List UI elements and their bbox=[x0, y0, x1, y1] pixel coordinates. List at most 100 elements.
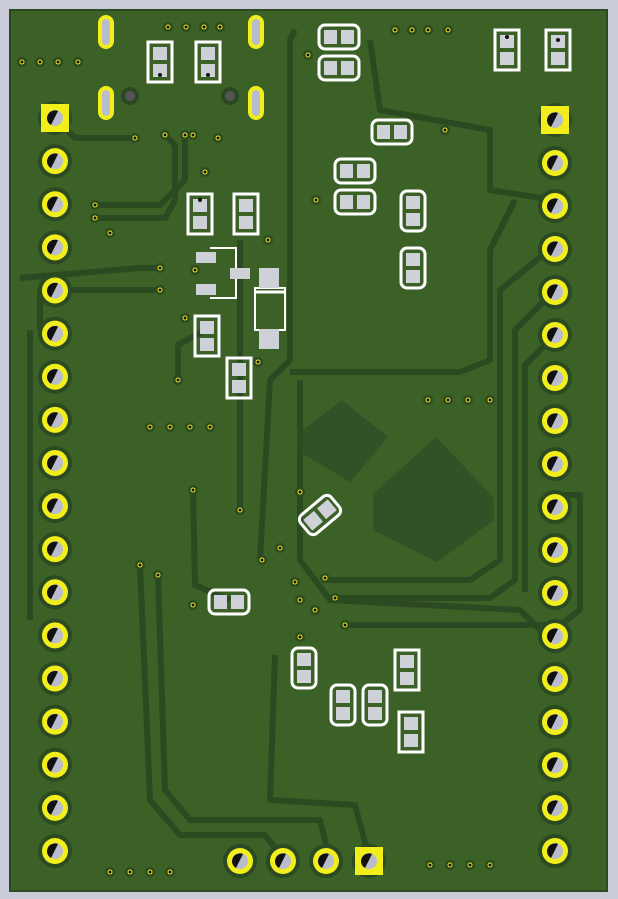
via-hole bbox=[466, 398, 470, 402]
left-header-pin bbox=[38, 704, 72, 739]
left-header-pin bbox=[38, 402, 72, 437]
left-header-pin bbox=[38, 575, 72, 610]
via-hole bbox=[448, 863, 452, 867]
bottom-header-pin bbox=[223, 844, 257, 878]
left-header-pin bbox=[38, 834, 72, 868]
via-hole bbox=[298, 635, 302, 639]
via-hole bbox=[76, 60, 80, 64]
right-header-pin bbox=[538, 447, 572, 481]
via-hole bbox=[148, 425, 152, 429]
via-hole bbox=[426, 398, 430, 402]
via-hole bbox=[488, 863, 492, 867]
capacitor bbox=[399, 189, 427, 233]
left-header-pin bbox=[38, 144, 72, 179]
via-hole bbox=[298, 598, 302, 602]
via-hole bbox=[298, 490, 302, 494]
capacitor bbox=[290, 646, 318, 690]
right-header-pin bbox=[538, 533, 572, 567]
via-hole bbox=[188, 425, 192, 429]
resistor bbox=[186, 192, 214, 236]
via-hole bbox=[216, 136, 220, 140]
via-hole bbox=[191, 488, 195, 492]
via-hole bbox=[191, 133, 195, 137]
resistor bbox=[493, 28, 521, 72]
right-header-pin bbox=[538, 748, 572, 782]
pad-hole bbox=[158, 73, 162, 77]
via-hole bbox=[313, 608, 317, 612]
via-hole bbox=[176, 378, 180, 382]
bottom-header-pin bbox=[266, 844, 300, 878]
via-hole bbox=[426, 28, 430, 32]
via-hole bbox=[191, 603, 195, 607]
left-header-pin bbox=[38, 230, 72, 265]
via-hole bbox=[184, 25, 188, 29]
via-hole bbox=[410, 28, 414, 32]
via-hole bbox=[158, 288, 162, 292]
via-hole bbox=[133, 136, 137, 140]
via-hole bbox=[278, 546, 282, 550]
left-header-pin bbox=[38, 532, 72, 567]
capacitor bbox=[317, 54, 361, 82]
pad-hole bbox=[556, 38, 560, 42]
right-header-pin bbox=[538, 490, 572, 524]
usb-connector-slots bbox=[98, 15, 264, 120]
right-header-pin bbox=[538, 576, 572, 610]
via-hole bbox=[208, 425, 212, 429]
vias bbox=[17, 22, 495, 877]
via-hole bbox=[333, 596, 337, 600]
via-hole bbox=[20, 60, 24, 64]
via-hole bbox=[138, 563, 142, 567]
via-hole bbox=[260, 558, 264, 562]
capacitor bbox=[329, 683, 357, 727]
left-header-pin bbox=[38, 661, 72, 696]
right-header-pin bbox=[538, 232, 572, 266]
left-header-pin bbox=[38, 316, 72, 351]
left-header-pin bbox=[38, 489, 72, 524]
via-hole bbox=[38, 60, 42, 64]
left-header-pin bbox=[38, 747, 72, 782]
right-header-pin bbox=[538, 834, 572, 868]
via-hole bbox=[168, 425, 172, 429]
pad-hole bbox=[198, 198, 202, 202]
resistor bbox=[393, 648, 421, 692]
via-hole bbox=[128, 870, 132, 874]
via-hole bbox=[343, 623, 347, 627]
bottom-header-pin bbox=[352, 844, 386, 878]
via-hole bbox=[93, 203, 97, 207]
via-hole bbox=[266, 238, 270, 242]
left-header-pin bbox=[38, 618, 72, 653]
via-hole bbox=[183, 133, 187, 137]
via-hole bbox=[446, 398, 450, 402]
capacitor bbox=[333, 188, 377, 216]
via-hole bbox=[446, 28, 450, 32]
left-header-pin bbox=[38, 445, 72, 480]
diode bbox=[254, 268, 286, 349]
smd-pads bbox=[146, 23, 572, 754]
via-hole bbox=[293, 580, 297, 584]
resistor bbox=[225, 356, 253, 400]
resistor bbox=[232, 192, 260, 236]
bottom-header-pin bbox=[309, 844, 343, 878]
resistor bbox=[397, 710, 425, 754]
right-header-pin bbox=[538, 318, 572, 352]
via-hole bbox=[156, 573, 160, 577]
via-hole bbox=[183, 316, 187, 320]
right-header-pin bbox=[538, 404, 572, 438]
via-hole bbox=[203, 170, 207, 174]
via-hole bbox=[443, 128, 447, 132]
pad-hole bbox=[206, 73, 210, 77]
via-hole bbox=[108, 231, 112, 235]
via-hole bbox=[168, 870, 172, 874]
via-hole bbox=[323, 576, 327, 580]
via-hole bbox=[256, 360, 260, 364]
via-hole bbox=[166, 25, 170, 29]
header-pins bbox=[38, 101, 572, 878]
capacitor bbox=[370, 118, 414, 146]
left-header-pin bbox=[38, 273, 72, 308]
pad-hole bbox=[505, 35, 509, 39]
via-hole bbox=[306, 53, 310, 57]
right-header-pin bbox=[538, 361, 572, 395]
right-header-pin bbox=[538, 662, 572, 696]
via-hole bbox=[163, 133, 167, 137]
